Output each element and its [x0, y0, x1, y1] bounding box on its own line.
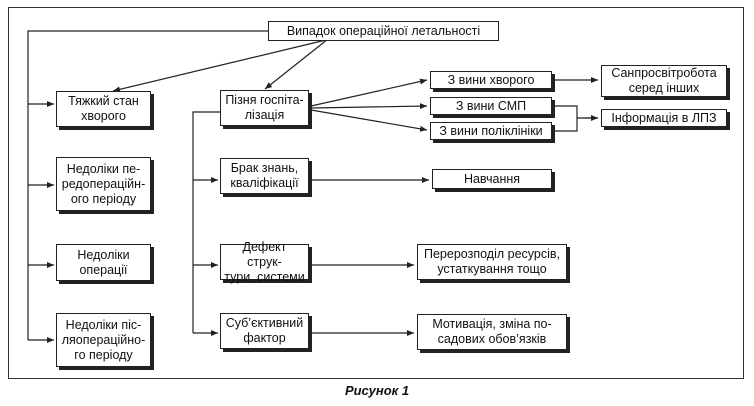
cause-operation-deficiency: Недоліки операції: [56, 244, 151, 281]
action-sanprosvit: Санпросвітробота серед інших: [601, 65, 727, 97]
arrow-to-patient-fault: [310, 78, 428, 107]
arrow-to-smp-fault: [310, 103, 428, 110]
reason-patient-fault: З вини хворого: [430, 71, 552, 89]
cause-structure-defect: Дефект струк- тури, системи: [220, 240, 309, 284]
cause-knowledge-gap: Брак знань, кваліфікації: [220, 158, 309, 194]
action-info-lpz: Інформація в ЛПЗ: [601, 109, 727, 127]
cause-postop-deficiency: Недоліки піс- ляопераційно- го періоду: [56, 313, 151, 367]
connector-root-left-trunk: [27, 30, 268, 340]
reason-smp-fault: З вини СМП: [430, 97, 552, 115]
arrow-root-to-late: [264, 38, 329, 90]
cause-preop-deficiency: Недоліки пе- редопераційн- ого періоду: [56, 157, 151, 211]
cause-late-hospitalization: Пізня госпіта- лізація: [220, 90, 309, 126]
cause-subjective-factor: Суб’єктивний фактор: [220, 313, 309, 349]
figure-caption: Рисунок 1: [344, 383, 410, 398]
arrow-to-clinic-fault: [310, 109, 428, 132]
cause-severe-state: Тяжкий стан хворого: [56, 91, 151, 127]
action-redistribution: Перерозподіл ресурсів, устаткування тощо: [417, 244, 567, 280]
action-training: Навчання: [432, 169, 552, 189]
action-motivation: Мотивація, зміна по- садових обов’язків: [417, 314, 567, 350]
connector-middle-trunk: [192, 111, 220, 333]
reason-clinic-fault: З вини поліклініки: [430, 122, 552, 140]
arrow-root-to-severe: [112, 38, 331, 93]
root-box: Випадок операційної летальності: [268, 21, 499, 41]
